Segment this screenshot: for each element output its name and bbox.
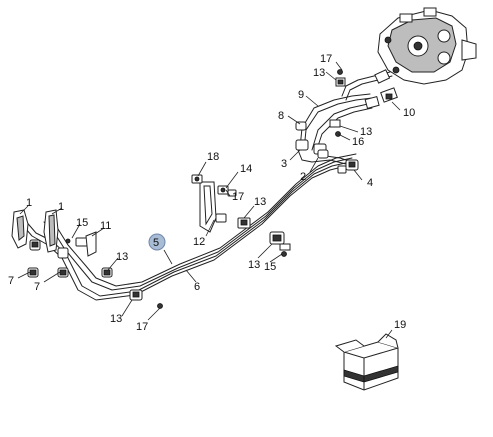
callout-15-left: 15 [76, 217, 88, 229]
callout-13-top: 13 [313, 67, 325, 79]
leader-lines [17, 61, 401, 339]
callout-3: 3 [281, 158, 287, 170]
callout-16: 16 [352, 136, 364, 148]
callout-7-middle: 7 [34, 281, 40, 293]
callout-10: 10 [403, 107, 415, 119]
callout-13-bottom: 13 [110, 313, 122, 325]
callout-1-left: 1 [26, 197, 32, 209]
kit-box [334, 333, 399, 391]
callout-13-valve: 13 [360, 126, 372, 138]
callout-1-middle: 1 [58, 201, 64, 213]
callout-12: 12 [193, 236, 205, 248]
right-clip [269, 231, 291, 257]
left-brackets [11, 209, 69, 259]
callout-17-center: 17 [232, 191, 244, 203]
abs-modulator [377, 7, 477, 85]
callout-13-left: 13 [116, 251, 128, 263]
callout-4: 4 [367, 177, 373, 189]
modulator-fittings [329, 69, 398, 137]
callout-2: 2 [300, 171, 306, 183]
line-clips [27, 231, 163, 309]
callout-19: 19 [394, 319, 406, 331]
junction-fittings [295, 121, 359, 174]
callout-5: 5 [153, 237, 159, 249]
callout-labels: 17 13 9 10 8 13 16 3 2 4 18 14 17 12 13 … [8, 53, 415, 333]
callout-13-center: 13 [254, 196, 266, 208]
callout-5-highlight [148, 233, 166, 251]
center-bracket [191, 174, 251, 233]
callout-11: 11 [100, 220, 111, 232]
callout-9: 9 [298, 89, 304, 101]
callout-17-top: 17 [320, 53, 332, 65]
callout-8: 8 [278, 110, 284, 122]
callout-14: 14 [240, 163, 252, 175]
callout-15-right: 15 [264, 261, 276, 273]
callout-18: 18 [207, 151, 219, 163]
callout-13-right: 13 [248, 259, 260, 271]
callout-6: 6 [194, 281, 200, 293]
callout-7-left: 7 [8, 275, 14, 287]
callout-17-bottom: 17 [136, 321, 148, 333]
